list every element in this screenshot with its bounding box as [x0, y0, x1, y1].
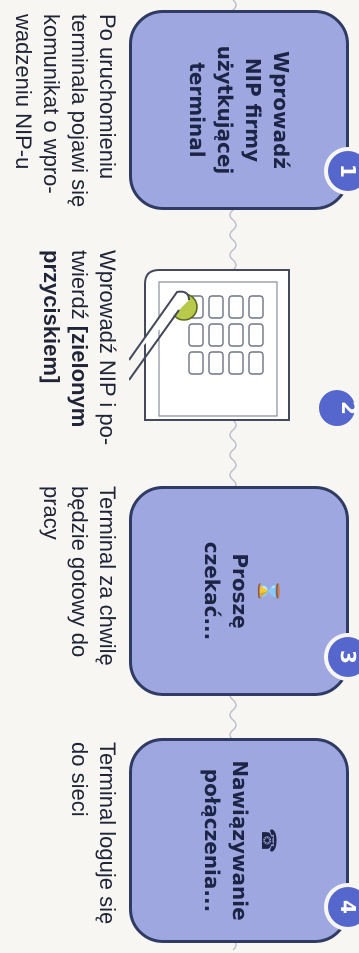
step-2-desc-line: twierdź — [67, 250, 92, 326]
step-4-badge: 4 — [328, 887, 359, 927]
step-2-desc-bold: [zielonym — [67, 326, 92, 427]
step-2-terminal-illustration — [129, 230, 359, 430]
step-3-card: 3 ⌛ Proszę czekać... — [129, 486, 349, 696]
step-4-card-line-2: połączenia... — [198, 769, 226, 912]
step-4-card-line-1: Nawiązywanie — [226, 760, 254, 920]
step-1-desc-line: Po uruchomieniu — [93, 14, 121, 207]
step-3-desc-line: będzie gotowy do — [65, 486, 93, 666]
hourglass-icon: ⌛ — [258, 579, 280, 604]
step-1-desc-line: wadzeniu NIP-u — [9, 14, 37, 207]
step-4-desc-line: do sieci — [65, 742, 93, 924]
step-1-card-line-1: Wprowadź NIP firmy — [239, 29, 295, 191]
step-1-card: 1 Wprowadź NIP firmy użytkującej termina… — [129, 10, 349, 210]
step-2-description: Wprowadź NIP i po- twierdź [zielonym prz… — [37, 250, 121, 445]
step-3-badge: 3 — [328, 637, 359, 677]
step-1-desc-line: terminala pojawi się — [65, 14, 93, 207]
step-1-badge: 1 — [328, 151, 359, 191]
step-2-desc-bold: przyciskiem] — [39, 250, 64, 383]
step-3-desc-line: Terminal za chwilę — [93, 486, 121, 666]
step-4-description: Terminal loguje się do sieci — [65, 742, 121, 924]
step-1-card-line-2: użytkującej terminal — [183, 29, 239, 191]
step-2-badge: 2 — [329, 388, 359, 428]
step-4-card: 4 ☎ Nawiązywanie połączenia... — [129, 738, 349, 943]
step-4-desc-line: Terminal loguje się — [93, 742, 121, 924]
step-2-desc-line: Wprowadź NIP i po- — [93, 250, 121, 445]
step-3-desc-line: pracy — [37, 486, 65, 666]
telephone-icon: ☎ — [258, 828, 280, 853]
step-3-card-line-1: Proszę czekać... — [198, 505, 254, 677]
step-1-desc-line: komunikat o wpro- — [37, 14, 65, 207]
step-1-description: Po uruchomieniu terminala pojawi się kom… — [9, 14, 121, 207]
step-3-description: Terminal za chwilę będzie gotowy do prac… — [37, 486, 121, 666]
